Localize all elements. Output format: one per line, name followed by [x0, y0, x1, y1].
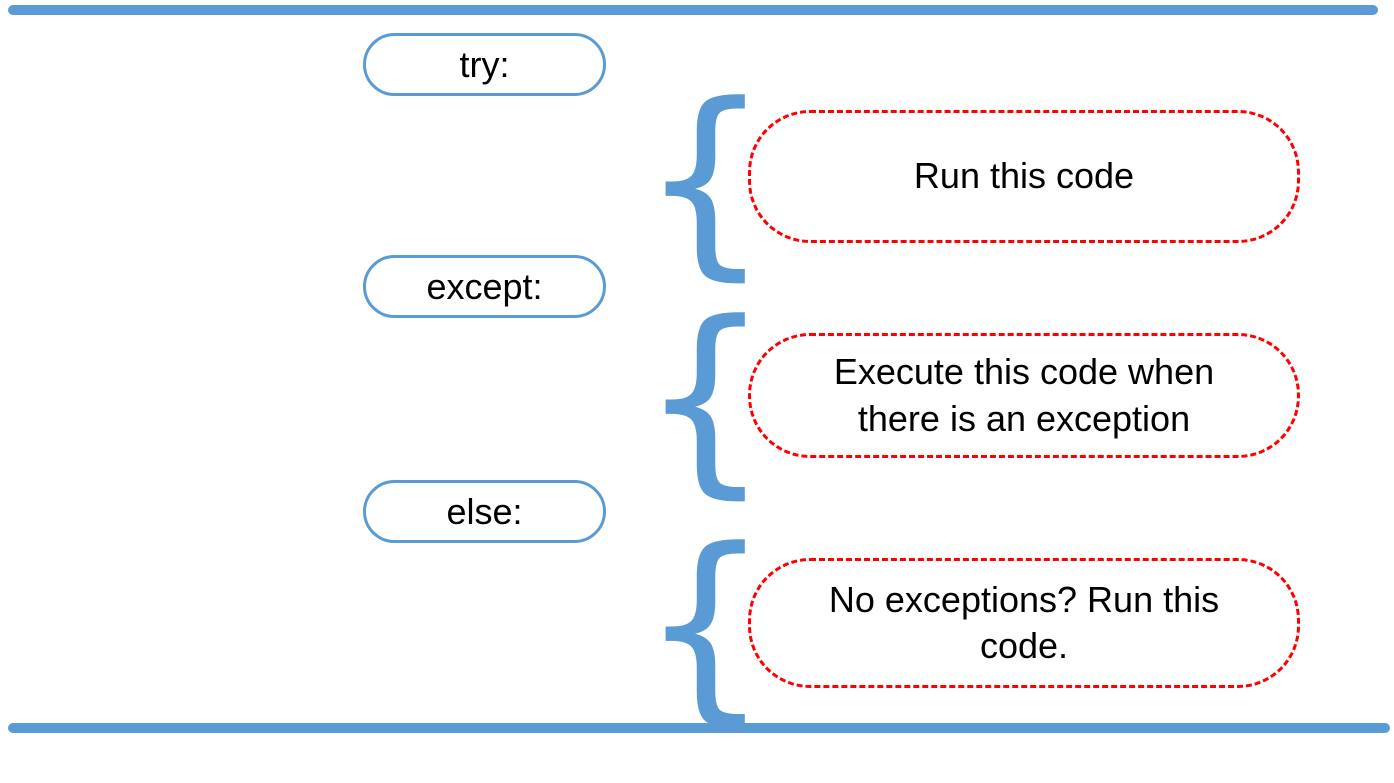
- bottom-divider-line: [8, 723, 1390, 733]
- code-block-except-text: Execute this code when there is an excep…: [833, 351, 1215, 439]
- code-block-try[interactable]: Run this code: [748, 110, 1300, 243]
- curly-brace-icon-3: {: [640, 506, 771, 744]
- keyword-pill-try[interactable]: try:: [363, 33, 606, 96]
- keyword-pill-try-label: try:: [459, 43, 510, 85]
- keyword-pill-except[interactable]: except:: [363, 255, 606, 318]
- code-block-else-text: No exceptions? Run this code.: [828, 578, 1220, 666]
- code-block-except[interactable]: Execute this code when there is an excep…: [748, 333, 1300, 458]
- code-block-try-text: Run this code: [913, 155, 1135, 197]
- curly-brace-icon-2: {: [640, 279, 771, 517]
- keyword-pill-except-label: except:: [426, 265, 543, 307]
- keyword-pill-else[interactable]: else:: [363, 480, 606, 543]
- code-block-else[interactable]: No exceptions? Run this code.: [748, 558, 1300, 688]
- keyword-pill-else-label: else:: [446, 490, 523, 532]
- curly-brace-icon-1: {: [640, 61, 771, 299]
- top-divider-line: [8, 5, 1378, 15]
